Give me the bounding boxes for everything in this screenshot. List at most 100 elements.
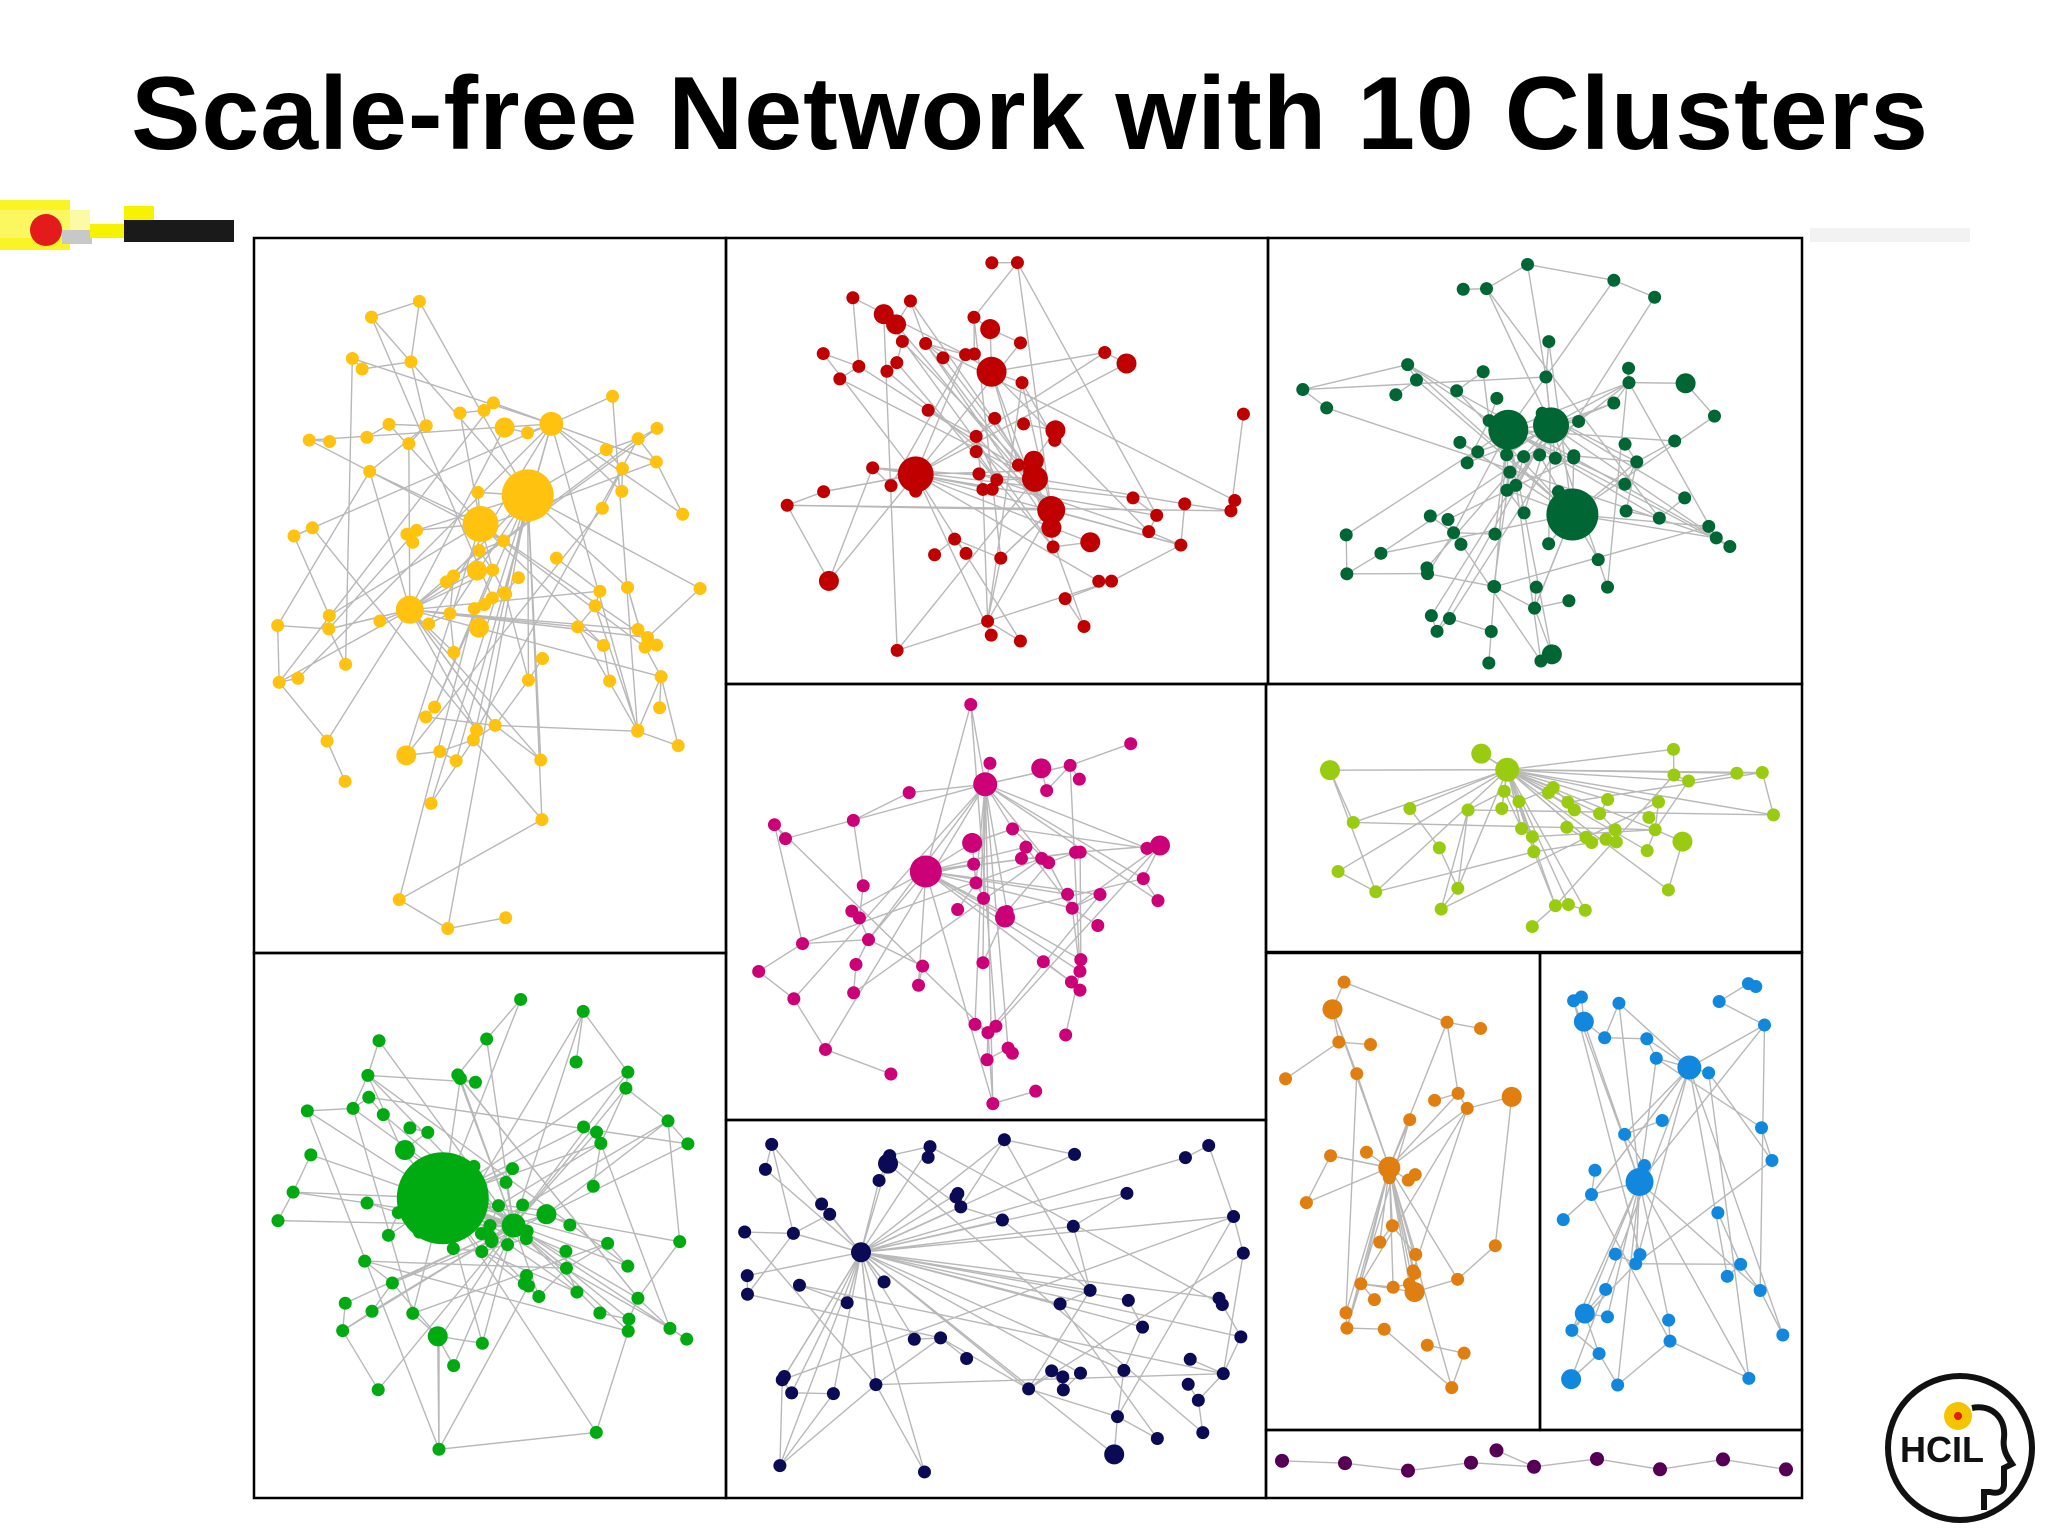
cluster-purple-node (1338, 1456, 1352, 1471)
cluster-red-node (1041, 517, 1062, 538)
cluster-lime-edge (1506, 769, 1669, 891)
cluster-magenta-node (1031, 758, 1052, 779)
cluster-blue-edge (1635, 1263, 1741, 1266)
cluster-navy-node (1150, 1431, 1164, 1445)
cluster-dark-green-node (1517, 450, 1531, 464)
cluster-yellow-edge (278, 681, 328, 742)
cluster-navy-node (869, 1378, 883, 1392)
cluster-yellow-edge (594, 605, 639, 731)
cluster-navy-edge (1123, 1326, 1144, 1371)
cluster-purple-node (1590, 1451, 1604, 1466)
cluster-dark-green-node (1482, 414, 1496, 428)
cluster-dark-green-node (1709, 531, 1723, 545)
cluster-navy-node (815, 1197, 829, 1211)
cluster-red-node (1150, 508, 1164, 522)
cluster-magenta-node (983, 756, 997, 770)
cluster-magenta-edge (974, 784, 986, 1025)
cluster-navy-node (740, 1269, 754, 1283)
cluster-green-edge (457, 1074, 515, 1226)
cluster-yellow-edge (278, 402, 494, 683)
cluster-dark-green-edge (1636, 440, 1676, 463)
cluster-dark-green-edge (1508, 429, 1626, 485)
cluster-red-edge (901, 340, 1036, 480)
cluster-red-edge (1021, 382, 1052, 511)
cluster-blue-node (1742, 1371, 1756, 1385)
cluster-yellow-edge (278, 609, 411, 683)
cluster-yellow-edge (344, 358, 354, 665)
cluster-navy-node (851, 1242, 871, 1263)
cluster-magenta-edge (970, 704, 986, 785)
cluster-dark-green-edge (1486, 263, 1528, 290)
cluster-magenta-node (845, 904, 859, 918)
cluster-navy-edge (1208, 1145, 1235, 1217)
cluster-yellow-node (404, 355, 418, 369)
cluster-navy-node (840, 1296, 854, 1310)
cluster-green-node (421, 1125, 435, 1139)
cluster-green-node (361, 1068, 375, 1082)
cluster-orange-node (1408, 1168, 1422, 1182)
cluster-magenta-edge (984, 783, 1159, 902)
cluster-magenta-node (912, 978, 926, 992)
cluster-green-node (631, 1291, 645, 1305)
cluster-green-node (501, 1238, 515, 1252)
cluster-green-node (532, 1290, 546, 1304)
cluster-yellow-edge (475, 438, 639, 731)
cluster-blue-node (1561, 1369, 1582, 1390)
cluster-red-node (1224, 504, 1238, 518)
cluster-blue-node (1677, 1055, 1702, 1080)
cluster-red-node (1080, 532, 1101, 553)
cluster-red-edge (883, 313, 1054, 548)
cluster-blue-node (1600, 1310, 1614, 1324)
cluster-green-edge (364, 1260, 629, 1332)
cluster-yellow-node (462, 506, 499, 542)
cluster-red-edge (954, 538, 1002, 559)
cluster-dark-green-node (1424, 609, 1438, 623)
cluster-red-node (928, 548, 942, 562)
cluster-yellow-node (615, 484, 629, 498)
cluster-navy-node (1234, 1330, 1248, 1344)
cluster-red-edge (1111, 544, 1182, 582)
cluster-green-edge (442, 1197, 597, 1433)
cluster-yellow-edge (472, 739, 543, 821)
cluster-yellow-node (320, 734, 334, 748)
cluster-blue-node (1608, 1247, 1622, 1261)
cluster-green-node (570, 1285, 584, 1299)
cluster-red-edge (828, 473, 917, 582)
cluster-magenta-node (1151, 894, 1165, 908)
cluster-yellow-node (496, 534, 510, 548)
cluster-lime-edge (1507, 769, 1689, 782)
cluster-green-node (432, 1442, 446, 1456)
cluster-navy-edge (1117, 1416, 1158, 1440)
cluster-blue-node (1598, 1031, 1612, 1045)
cluster-yellow-node (466, 733, 480, 747)
cluster-dark-green-edge (1507, 429, 1542, 662)
cluster-lime-node (1560, 820, 1574, 834)
cluster-navy-node (1056, 1383, 1070, 1397)
cluster-dark-green-edge (1302, 363, 1408, 391)
cluster-yellow-node (466, 560, 487, 581)
cluster-dark-green-node (1546, 488, 1599, 541)
cluster-orange-node (1339, 1306, 1353, 1320)
cluster-lime-edge (1440, 809, 1469, 910)
cluster-magenta-edge (984, 783, 1144, 880)
cluster-magenta-edge (802, 938, 869, 945)
cluster-red-edge (991, 371, 1150, 533)
cluster-red-node (1077, 620, 1091, 634)
cluster-red-node (936, 351, 950, 365)
cluster-green-edge (307, 1107, 354, 1112)
cluster-magenta-node (967, 857, 981, 871)
cluster-lime-edge (1761, 772, 1775, 816)
cluster-yellow-node (422, 617, 436, 631)
cluster-magenta-edge (785, 783, 986, 840)
cluster-red-edge (909, 300, 927, 344)
cluster-green-edge (457, 1038, 488, 1076)
cluster-yellow-node (424, 796, 438, 810)
cluster-red-node (976, 482, 990, 496)
cluster-navy-edge (887, 1163, 1204, 1434)
cluster-dark-green-node (1488, 409, 1529, 450)
cluster-yellow-edge (527, 494, 701, 590)
cluster-magenta-edge (824, 783, 986, 1050)
cluster-navy-edge (860, 1251, 1125, 1372)
cluster-magenta-node (1040, 784, 1054, 798)
